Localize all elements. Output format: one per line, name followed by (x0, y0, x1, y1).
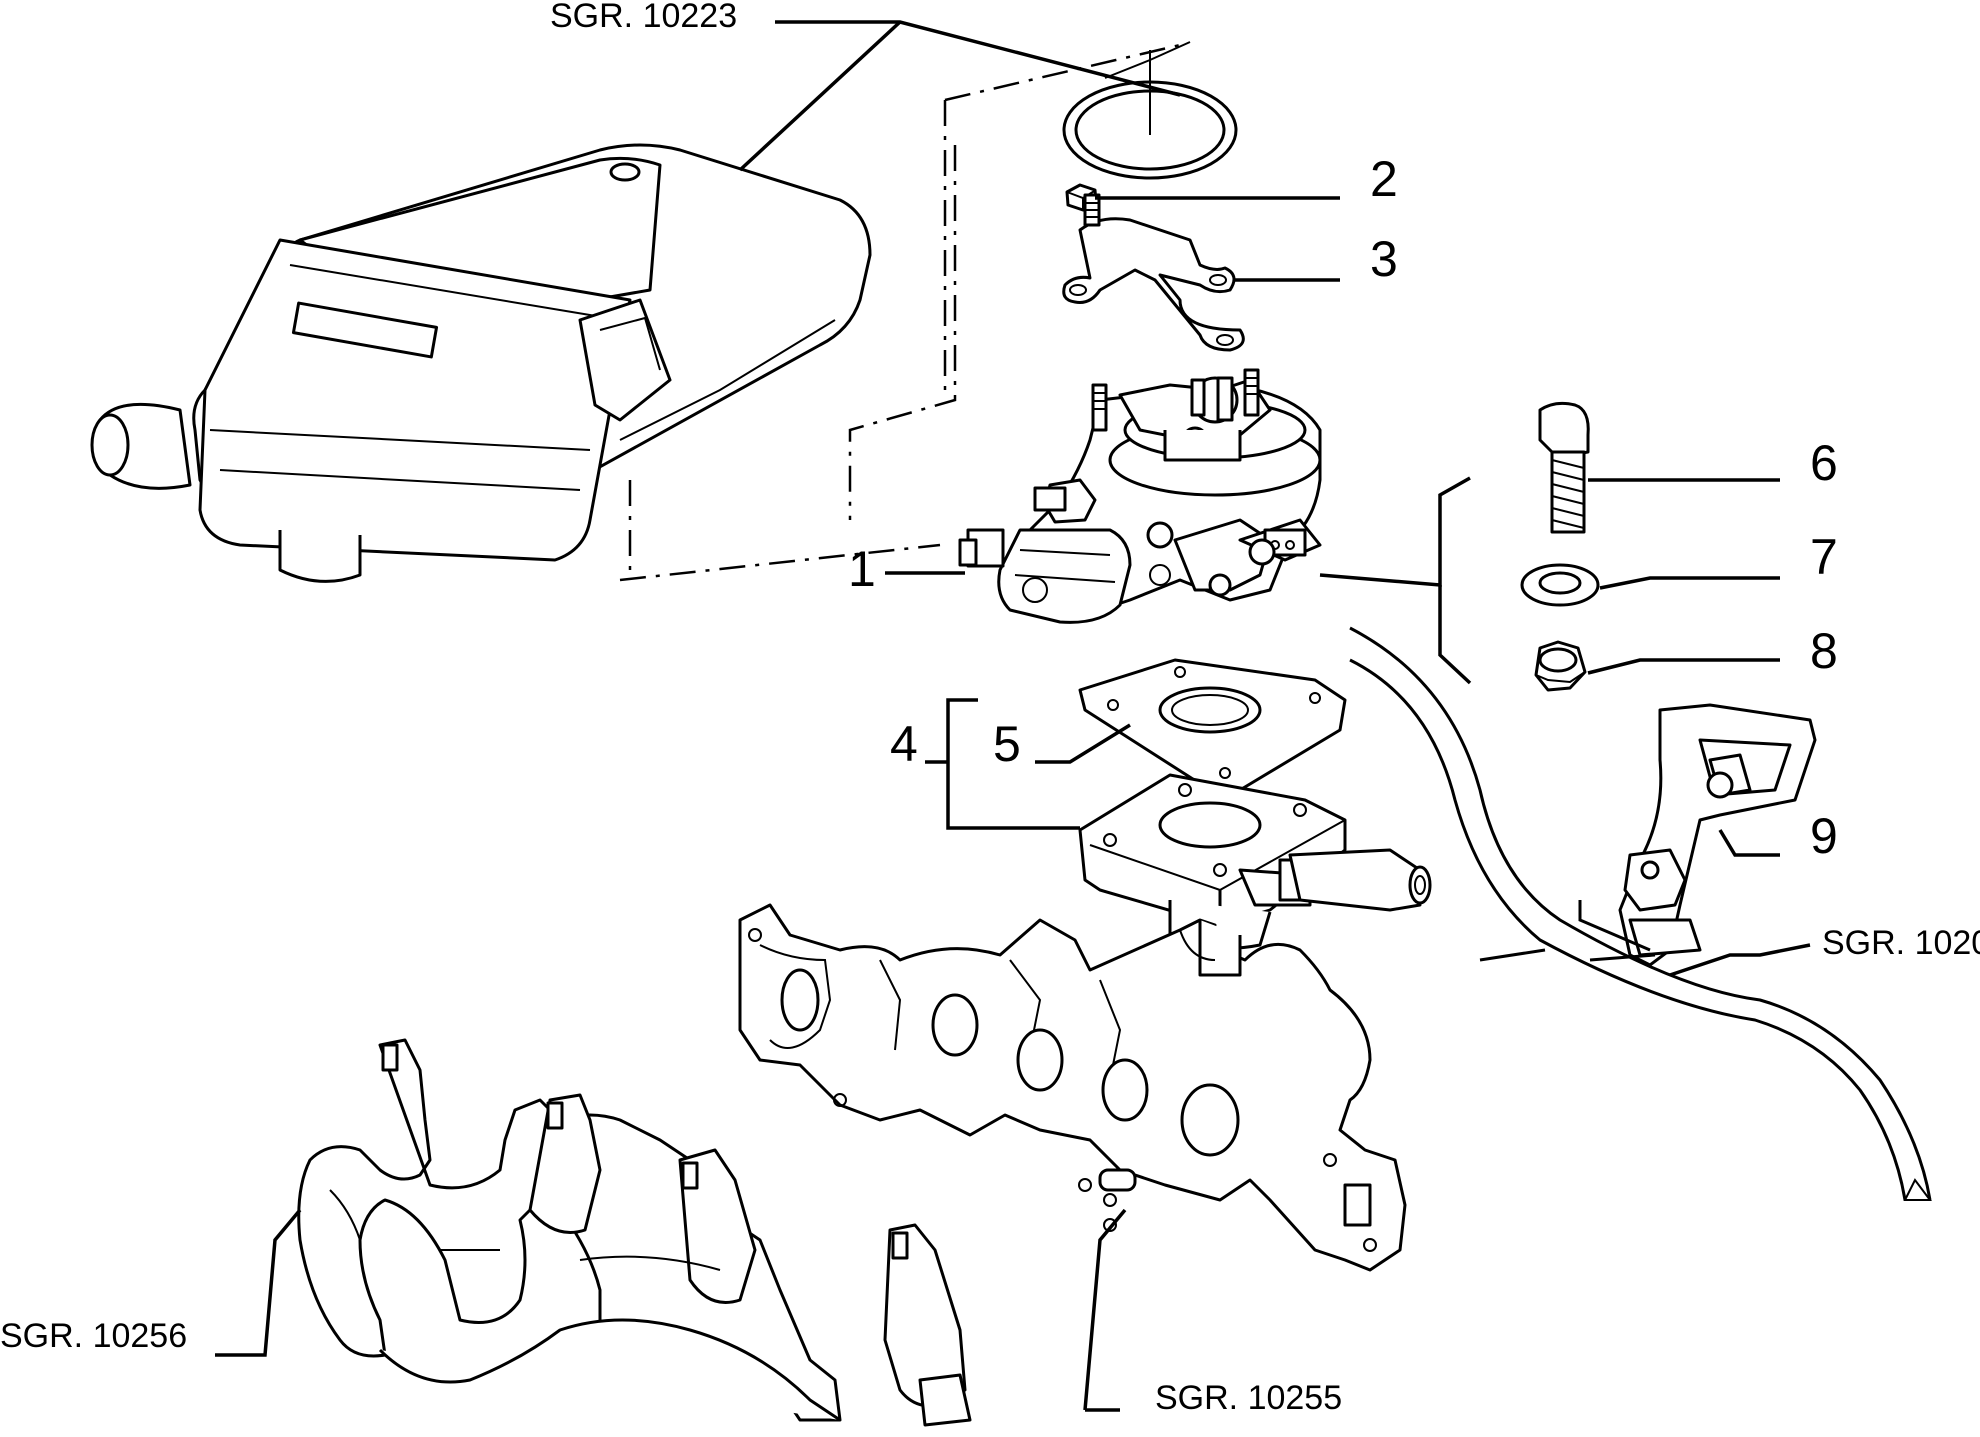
callout-6: 6 (1810, 435, 1838, 491)
reference-sgr-10256: SGR. 10256 (0, 1317, 187, 1355)
seal-ring (1062, 41, 1238, 180)
exhaust-manifold (297, 1038, 972, 1427)
callout-9: 9 (1810, 808, 1838, 864)
air-filter-housing (90, 143, 872, 583)
bracket (1062, 193, 1245, 352)
gasket (1078, 658, 1347, 792)
callout-5: 5 (993, 716, 1021, 772)
assembly-axis-lines (619, 43, 1181, 582)
reference-sgr-10255: SGR. 10255 (1155, 1379, 1342, 1417)
callout-8: 8 (1810, 623, 1838, 679)
throttle-body (958, 368, 1322, 624)
washer (1520, 563, 1600, 607)
callout-4: 4 (890, 716, 918, 772)
reference-sgr-10223: SGR. 10223 (550, 0, 737, 35)
mounting-bracket (1618, 703, 1817, 967)
callout-3: 3 (1370, 231, 1398, 287)
bolt (1538, 401, 1590, 534)
leader-lines (215, 20, 1811, 1412)
callout-2: 2 (1370, 151, 1398, 207)
spacer-block (1078, 773, 1432, 950)
intake-manifold (738, 903, 1407, 1272)
callout-1: 1 (848, 541, 876, 597)
hex-nut (1534, 640, 1587, 692)
fuel-pipe (1349, 626, 1932, 1201)
reference-sgr-10201: SGR. 10201 (1822, 924, 1980, 962)
callout-7: 7 (1810, 529, 1838, 585)
